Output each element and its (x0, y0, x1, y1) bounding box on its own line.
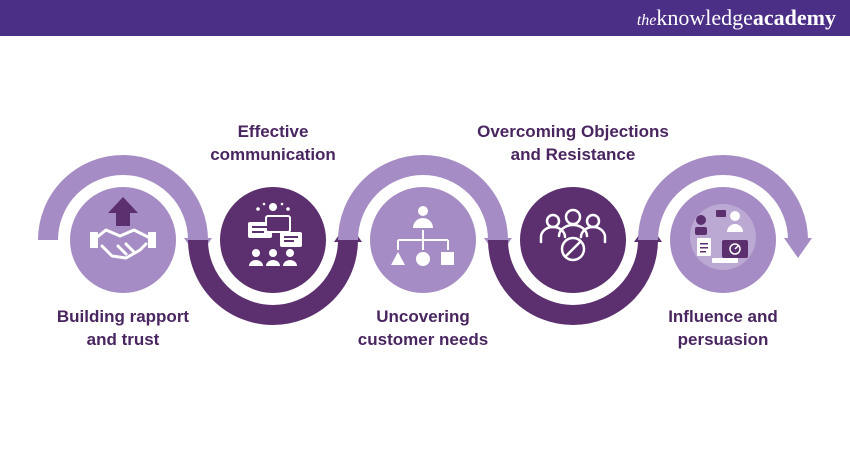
arc-step-5 (638, 155, 812, 258)
communication-icon (248, 202, 302, 266)
step-circle-4 (520, 187, 626, 293)
org-chart-icon (391, 206, 454, 266)
objection-icon (539, 208, 607, 262)
step-label-5-line2: persuasion (677, 330, 769, 349)
logo-knowledge: knowledge (656, 5, 753, 30)
step-label-5: Influence and persuasion (613, 305, 833, 351)
step-label-4-line2: and Resistance (510, 145, 636, 164)
brand-logo[interactable]: theknowledgeacademy (637, 5, 836, 34)
influence-icon (690, 204, 756, 270)
step-label-2: Effective communication (163, 120, 383, 166)
step-label-3-line2: customer needs (357, 330, 489, 349)
step-label-1-line2: and trust (86, 330, 160, 349)
step-label-4-line1: Overcoming Objections (477, 122, 669, 141)
step-label-2-line2: communication (210, 145, 336, 164)
step-label-3: Uncovering customer needs (313, 305, 533, 351)
step-circle-2 (220, 187, 326, 293)
logo-academy: academy (752, 5, 836, 30)
step-circle-5 (670, 187, 776, 293)
step-label-1: Building rapport and trust (13, 305, 233, 351)
step-circle-1 (70, 187, 176, 293)
step-circle-3 (370, 187, 476, 293)
logo-the: the (636, 12, 657, 29)
step-label-5-line1: Influence and (668, 307, 778, 326)
step-label-3-line1: Uncovering (376, 307, 470, 326)
step-label-2-line1: Effective (237, 122, 309, 141)
header-bar: theknowledgeacademy (0, 0, 850, 36)
step-label-1-line1: Building rapport (56, 307, 190, 326)
handshake-icon (90, 197, 156, 260)
step-label-4: Overcoming Objections and Resistance (463, 120, 683, 166)
